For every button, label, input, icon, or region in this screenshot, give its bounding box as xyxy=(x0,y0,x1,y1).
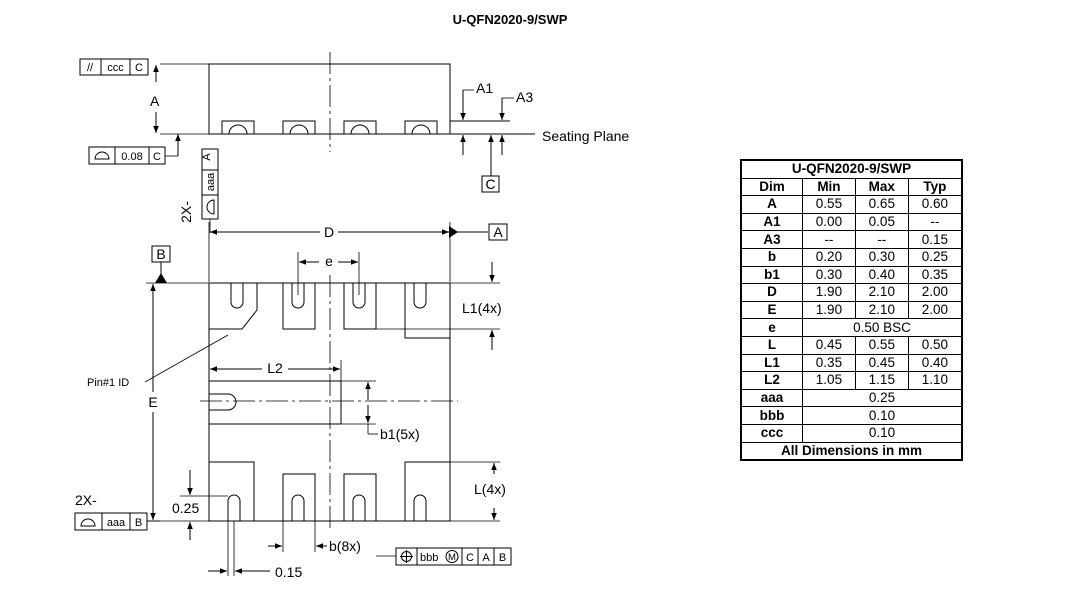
svg-text:aaa: aaa xyxy=(107,517,126,529)
dim-D-label: D xyxy=(324,224,334,240)
datum-C: C xyxy=(485,176,495,192)
svg-text:2X-: 2X- xyxy=(75,492,97,508)
seating-plane-label: Seating Plane xyxy=(542,128,629,144)
svg-text:M: M xyxy=(448,552,456,563)
col-header: Dim xyxy=(740,177,803,197)
side-view: Seating Plane A A1 A3 C // ccc C xyxy=(79,52,629,193)
fcf-parallelism: // ccc C xyxy=(79,58,149,76)
parallel-symbol: // xyxy=(87,62,94,74)
dim-L-label: L(4x) xyxy=(474,481,506,497)
position-icon xyxy=(400,550,413,563)
svg-text:A: A xyxy=(201,153,213,161)
drawing-title: U-QFN2020-9/SWP xyxy=(453,12,568,27)
svg-text:B: B xyxy=(135,517,142,529)
dim-A-label: A xyxy=(150,93,160,109)
svg-text:A: A xyxy=(482,552,490,564)
svg-text:C: C xyxy=(153,151,161,163)
dim-b1-label: b1(5x) xyxy=(380,426,420,442)
dim-L2-label: L2 xyxy=(267,360,283,376)
table-caption-row: U-QFN2020-9/SWP xyxy=(740,159,963,179)
svg-text:B: B xyxy=(499,552,506,564)
svg-text:aaa: aaa xyxy=(205,172,217,191)
fcf-vertical-aaa-A: A aaa 2X- xyxy=(178,148,219,233)
svg-text:C: C xyxy=(466,552,474,564)
pin1-id-label: Pin#1 ID xyxy=(87,377,129,389)
svg-text:C: C xyxy=(135,62,143,74)
dim-E-label: E xyxy=(148,394,157,410)
dim-e-label: e xyxy=(325,253,333,269)
center-pad xyxy=(208,380,342,425)
dim-b-label: b(8x) xyxy=(329,538,361,554)
col-header: Typ xyxy=(907,177,963,197)
dim-A3-label: A3 xyxy=(516,89,533,105)
fcf-profile-surface: 0.08 C xyxy=(88,134,181,165)
col-header: Max xyxy=(854,177,909,197)
datum-B: B xyxy=(156,246,165,262)
svg-text:0.08: 0.08 xyxy=(121,151,142,163)
fcf-position: bbb M C A B xyxy=(376,547,512,566)
fcf-aaa-B: 2X- aaa B xyxy=(74,492,160,531)
datum-A: A xyxy=(493,224,503,240)
profile-surface-icon xyxy=(206,199,215,215)
table-footer: All Dimensions in mm xyxy=(740,441,963,461)
top-pads xyxy=(208,282,451,339)
dim-015-label: 0.15 xyxy=(275,564,302,580)
bottom-pads xyxy=(208,461,451,522)
side-terminals xyxy=(221,120,438,135)
bottom-view: A aaa 2X- D A B E xyxy=(74,148,512,580)
dim-025-label: 0.25 xyxy=(172,500,199,516)
profile-surface-icon xyxy=(94,151,110,160)
col-header: Min xyxy=(802,177,856,197)
svg-text:ccc: ccc xyxy=(107,62,124,74)
dim-A1-label: A1 xyxy=(476,80,493,96)
table-footer-row: All Dimensions in mm xyxy=(740,441,963,461)
table-header-row: Dim Min Max Typ xyxy=(740,177,963,197)
table-row: A3----0.15 xyxy=(740,230,963,249)
svg-text:bbb: bbb xyxy=(420,552,438,564)
table-caption: U-QFN2020-9/SWP xyxy=(740,159,963,179)
profile-surface-icon xyxy=(80,518,96,527)
svg-text:2X-: 2X- xyxy=(178,201,194,223)
dim-L1-label: L1(4x) xyxy=(462,300,502,316)
